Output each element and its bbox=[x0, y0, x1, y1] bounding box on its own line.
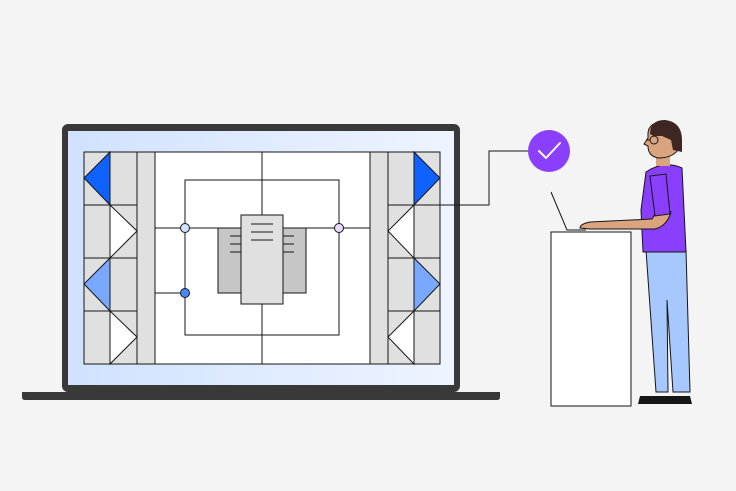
person-hair bbox=[650, 120, 682, 152]
right-triangle-light-blue bbox=[413, 256, 441, 313]
left-triangle-blue bbox=[83, 150, 111, 207]
left-triangle-white-2 bbox=[109, 309, 138, 366]
checkmark-badge-icon bbox=[528, 130, 570, 172]
laptop-base bbox=[22, 392, 500, 400]
left-rail bbox=[136, 151, 156, 365]
right-triangle-white-1 bbox=[387, 203, 415, 260]
node-top-left bbox=[180, 223, 190, 233]
node-bottom-left bbox=[180, 288, 190, 298]
connector-line bbox=[440, 150, 528, 206]
circuit-diagram-icon bbox=[83, 150, 441, 366]
node-top-right bbox=[334, 223, 344, 233]
person-icon bbox=[579, 120, 692, 404]
person-legs bbox=[645, 249, 691, 393]
person-arm bbox=[579, 205, 672, 230]
chip-core bbox=[240, 214, 284, 305]
left-triangle-light-blue bbox=[83, 256, 111, 313]
standing-desk-icon bbox=[550, 191, 632, 407]
right-rail bbox=[369, 151, 389, 365]
left-triangle-white-1 bbox=[109, 203, 138, 260]
right-triangle-white-2 bbox=[387, 309, 415, 366]
right-triangle-blue bbox=[413, 150, 441, 207]
